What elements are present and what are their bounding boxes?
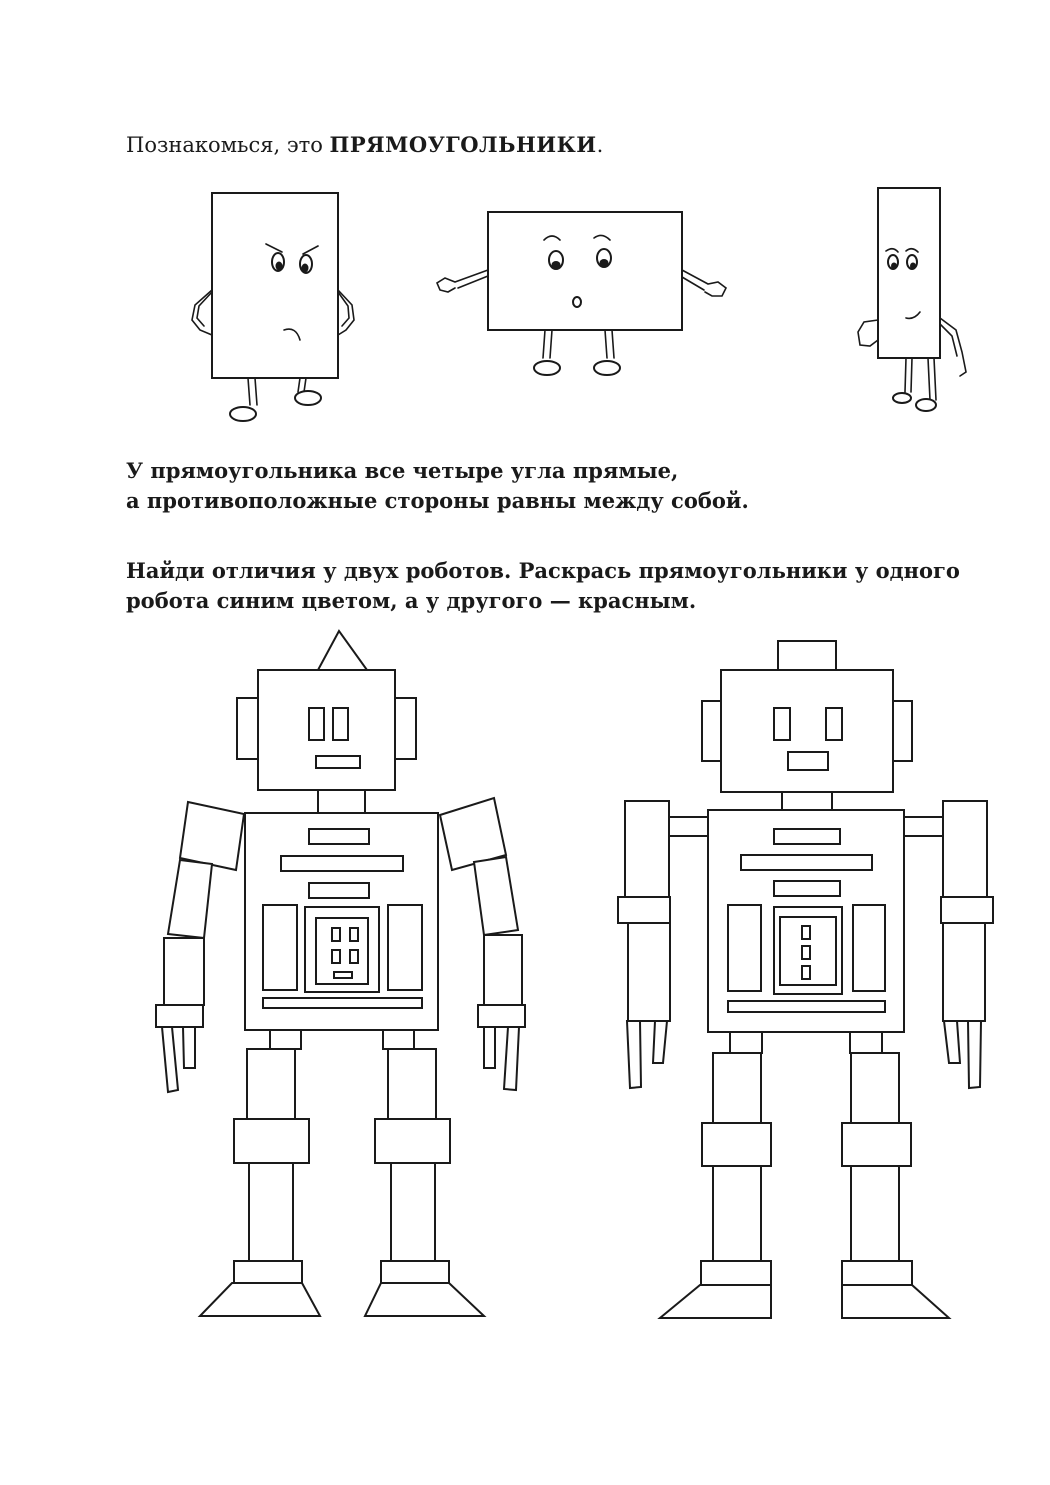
robot-shoulder-left	[178, 800, 246, 872]
robot-knee-right	[841, 1122, 912, 1167]
robot-eye-left	[773, 707, 791, 741]
task-line-1: Найди отличия у двух роботов. Раскрась п…	[126, 558, 960, 583]
robot-mouth	[315, 755, 361, 769]
robot-shoulder-right	[438, 796, 508, 872]
robot-knee-left	[701, 1122, 772, 1167]
robot-upper-arm-right	[472, 855, 520, 937]
robot-hip-right	[849, 1031, 883, 1054]
robot-neck	[317, 789, 366, 814]
rectangle-character-angry	[191, 192, 355, 422]
robot-ear-left	[236, 697, 259, 760]
robot-foot-left	[197, 1282, 322, 1317]
robot-forearm-left	[627, 922, 671, 1022]
robot-foot-right	[841, 1284, 952, 1319]
robot-mouth	[787, 751, 829, 771]
robot-eye-right	[332, 707, 349, 741]
robot-torso	[244, 812, 439, 1031]
robot-knee-right	[374, 1118, 451, 1164]
robot-ear-right	[892, 700, 913, 762]
robot-antenna-box	[777, 640, 837, 671]
robot-hip-left	[729, 1031, 763, 1054]
robot-forearm-right	[483, 934, 523, 1006]
robot-ear-right	[394, 697, 417, 760]
task-instructions: Найди отличия у двух роботов. Раскрась п…	[126, 556, 1006, 616]
intro-text: Познакомься, это ПРЯМОУГОЛЬНИКИ.	[126, 130, 603, 160]
robot-head	[257, 669, 396, 791]
robot-eye-left	[308, 707, 325, 741]
robot-foot-right	[363, 1282, 487, 1317]
robot-ear-left	[701, 700, 722, 762]
robot-hip-left	[269, 1029, 302, 1050]
robot-hip-right	[382, 1029, 415, 1050]
intro-suffix: .	[596, 133, 604, 157]
robot-shoulder-left	[624, 800, 670, 898]
robot-eye-right	[825, 707, 843, 741]
robot-right	[617, 640, 994, 1319]
robot-antenna-triangle	[316, 629, 369, 671]
definition-line-2: а противоположные стороны равны между со…	[126, 488, 749, 513]
robot-knee-left	[233, 1118, 310, 1164]
rectangle-character-surprised	[435, 211, 728, 376]
robot-left	[155, 629, 526, 1317]
robot-forearm-right	[942, 922, 986, 1022]
intro-prefix: Познакомься, это	[126, 133, 330, 157]
robot-shoulder-right	[942, 800, 988, 898]
intro-emphasis: ПРЯМОУГОЛЬНИКИ	[329, 132, 597, 157]
definition-line-1: У прямоугольника все четыре угла прямые,	[126, 458, 679, 483]
rectangle-character-shy	[857, 187, 967, 412]
robot-neck	[781, 791, 833, 811]
robot-upper-arm-left	[166, 858, 214, 940]
rectangle-definition: У прямоугольника все четыре угла прямые,…	[126, 456, 749, 516]
robot-forearm-left	[163, 937, 205, 1006]
robot-foot-left	[657, 1284, 772, 1319]
robot-head	[720, 669, 894, 793]
task-line-2: робота синим цветом, а у другого — красн…	[126, 588, 697, 613]
